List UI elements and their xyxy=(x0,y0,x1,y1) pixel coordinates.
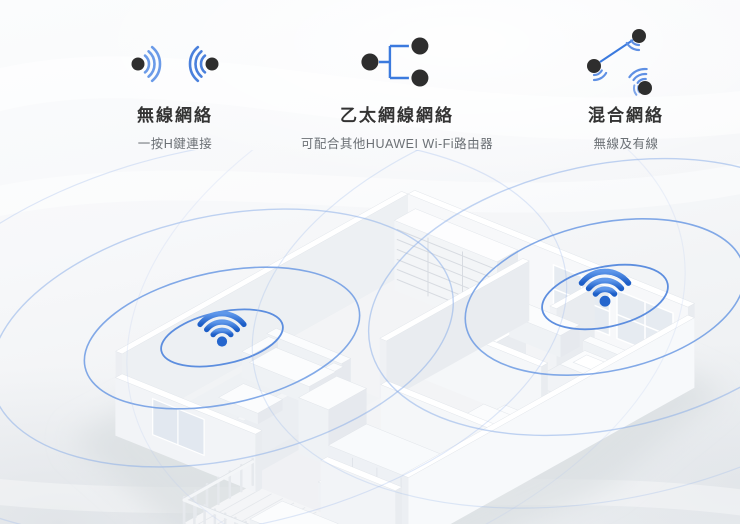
feature-row: 無線網絡 一按H鍵連接 乙太網線網絡 可配合其他HUAWEI Wi-Fi路由器 … xyxy=(0,0,740,170)
feature-title: 無線網絡 xyxy=(137,106,213,125)
feature-wireless: 無線網絡 一按H鍵連接 xyxy=(105,24,245,152)
wifi-hotspot-icon-right xyxy=(578,268,632,307)
ethernet-split-icon xyxy=(361,37,429,87)
feature-subtitle: 無線及有線 xyxy=(593,137,659,151)
feature-ethernet: 乙太網線網絡 可配合其他HUAWEI Wi-Fi路由器 xyxy=(301,24,493,152)
feature-title: 混合網絡 xyxy=(588,106,664,125)
feature-subtitle: 可配合其他HUAWEI Wi-Fi路由器 xyxy=(300,137,494,151)
wifi-pair-icon xyxy=(131,45,219,83)
feature-title: 乙太網線網絡 xyxy=(339,106,454,125)
hybrid-network-icon xyxy=(587,29,652,96)
wifi-hotspot-icon-left xyxy=(197,311,247,347)
feature-subtitle: 一按H鍵連接 xyxy=(137,137,213,151)
feature-hybrid: 混合網絡 無線及有線 xyxy=(556,24,696,152)
